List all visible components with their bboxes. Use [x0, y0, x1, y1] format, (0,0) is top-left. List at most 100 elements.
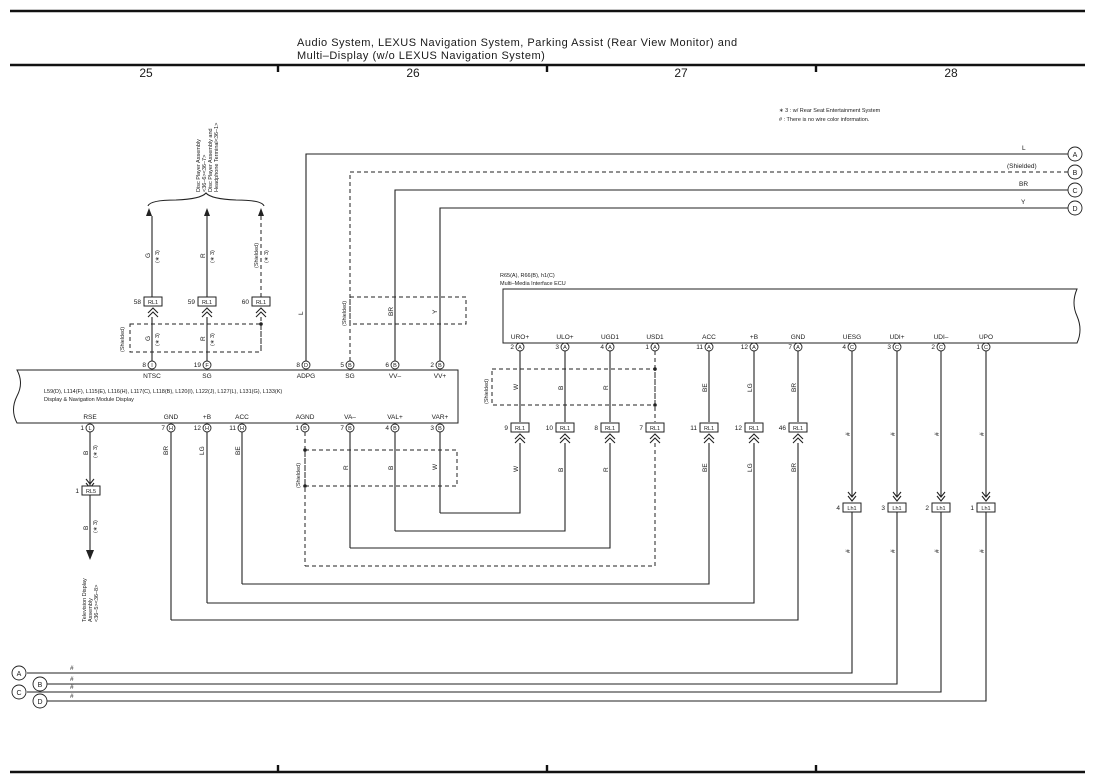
pin-rse: RSE L 1 — [80, 414, 97, 433]
ecu-pin-ugd1: UGD1 A 4 — [600, 334, 619, 352]
pin-adpg: D 8 ADPG — [296, 360, 315, 380]
svg-text:58: 58 — [134, 299, 142, 306]
svg-text:4: 4 — [385, 425, 389, 432]
svg-text:VAL+: VAL+ — [387, 414, 403, 421]
svg-text:#: # — [70, 684, 74, 691]
svg-text:#: # — [845, 549, 852, 553]
svg-text:12: 12 — [735, 425, 743, 432]
svg-text:ACC: ACC — [702, 334, 716, 341]
svg-text:RL1: RL1 — [650, 426, 660, 432]
pin-va-minus: VA– B 7 — [340, 414, 356, 433]
svg-text:W: W — [513, 383, 520, 390]
svg-text:BE: BE — [702, 463, 709, 472]
svg-text:6: 6 — [385, 362, 389, 369]
wire-note: (∗ 3) — [155, 250, 161, 263]
svg-text:B: B — [303, 426, 307, 432]
wire-label-g: G — [145, 253, 152, 258]
svg-text:1: 1 — [976, 344, 980, 351]
pin-acc: ACC H 11 — [229, 414, 249, 433]
column-number: 25 — [139, 66, 153, 80]
svg-text:SG: SG — [345, 373, 354, 380]
svg-text:3: 3 — [555, 344, 559, 351]
svg-text:GND: GND — [164, 414, 179, 421]
wire-label-br: BR — [1019, 181, 1028, 188]
svg-text:RL1: RL1 — [605, 426, 615, 432]
connector-c-right: C — [1072, 188, 1077, 195]
svg-text:#: # — [979, 549, 986, 553]
svg-text:B: B — [83, 526, 90, 530]
svg-text:UDI+: UDI+ — [890, 334, 905, 341]
svg-text:RL1: RL1 — [749, 426, 759, 432]
ecu-pin-udi-minus: UDI– C 2 — [931, 334, 949, 352]
svg-text:BR: BR — [163, 446, 170, 455]
svg-text:1: 1 — [970, 505, 974, 512]
svg-text:8: 8 — [296, 362, 300, 369]
svg-text:60: 60 — [242, 299, 250, 306]
svg-text:Assembly: Assembly — [88, 598, 94, 622]
connector-lh1-3: Lh1 3 — [881, 502, 907, 513]
svg-text:A: A — [563, 345, 567, 351]
svg-text:3: 3 — [881, 505, 885, 512]
svg-text:D: D — [304, 363, 308, 369]
svg-text:1: 1 — [75, 488, 79, 495]
svg-text:3: 3 — [887, 344, 891, 351]
pin-vv-plus: B 2 VV+ — [430, 360, 446, 380]
wire-label-shielded: (Shielded) — [120, 327, 126, 352]
svg-text:7: 7 — [161, 425, 165, 432]
connector-rl1-8: RL1 8 — [594, 422, 620, 433]
svg-text:12: 12 — [741, 344, 749, 351]
svg-text:ACC: ACC — [235, 414, 249, 421]
connector-rl5 — [81, 485, 101, 496]
svg-text:R: R — [603, 467, 610, 472]
page-title-line1: Audio System, LEXUS Navigation System, P… — [297, 37, 738, 49]
pin-gnd: GND H 7 — [161, 414, 179, 433]
svg-text:7: 7 — [340, 425, 344, 432]
page-title-line2: Multi–Display (w/o LEXUS Navigation Syst… — [297, 50, 545, 62]
svg-text:UDI–: UDI– — [934, 334, 949, 341]
pin-plus-b: +B H 12 — [194, 414, 212, 433]
svg-text:(∗ 3): (∗ 3) — [210, 333, 216, 346]
svg-text:4: 4 — [842, 344, 846, 351]
svg-text:(∗ 3): (∗ 3) — [155, 333, 161, 346]
svg-text:A: A — [653, 345, 657, 351]
svg-text:A: A — [518, 345, 522, 351]
svg-text:W: W — [513, 465, 520, 472]
connector-rl1-46: RL1 46 — [779, 422, 808, 433]
ecu-name: Multi–Media Interface ECU — [500, 281, 566, 287]
svg-text:BE: BE — [702, 383, 709, 392]
svg-text:46: 46 — [779, 425, 787, 432]
svg-text:H: H — [205, 426, 209, 432]
svg-text:VAR+: VAR+ — [432, 414, 449, 421]
ecu-pin-usd1: USD1 A 1 — [645, 334, 664, 352]
svg-text:R: R — [200, 336, 207, 341]
connector-rl1-11: RL1 11 — [690, 422, 719, 433]
connector-rl1-12: RL1 12 — [735, 422, 764, 433]
svg-text:RL1: RL1 — [148, 300, 158, 306]
svg-text:(Shielded): (Shielded) — [296, 463, 302, 488]
wire-label-l: L — [1022, 145, 1026, 152]
svg-text:11: 11 — [696, 344, 703, 351]
svg-text:H: H — [240, 426, 244, 432]
svg-text:7: 7 — [788, 344, 792, 351]
svg-text:4: 4 — [836, 505, 840, 512]
svg-text:H: H — [169, 426, 173, 432]
connector-lh1-1: Lh1 1 — [970, 502, 996, 513]
svg-text:+B: +B — [203, 414, 211, 421]
svg-text:USD1: USD1 — [646, 334, 664, 341]
svg-text:(∗ 3): (∗ 3) — [93, 520, 99, 533]
ecu-box — [502, 288, 1081, 344]
pin-val-plus: VAL+ B 4 — [385, 414, 403, 433]
svg-text:#: # — [70, 665, 74, 672]
svg-text:A: A — [752, 345, 756, 351]
display-module-box — [13, 369, 459, 424]
svg-text:B: B — [393, 363, 397, 369]
note-no-wire-color: # : There is no wire color information. — [779, 117, 870, 123]
svg-text:LG: LG — [199, 446, 206, 455]
svg-text:Lh1: Lh1 — [892, 506, 901, 512]
svg-text:2: 2 — [510, 344, 514, 351]
svg-text:4: 4 — [600, 344, 604, 351]
svg-text:BR: BR — [791, 463, 798, 472]
note-rear-seat: ∗ 3 : w/ Rear Seat Entertainment System — [779, 108, 881, 114]
column-number: 28 — [944, 66, 958, 80]
